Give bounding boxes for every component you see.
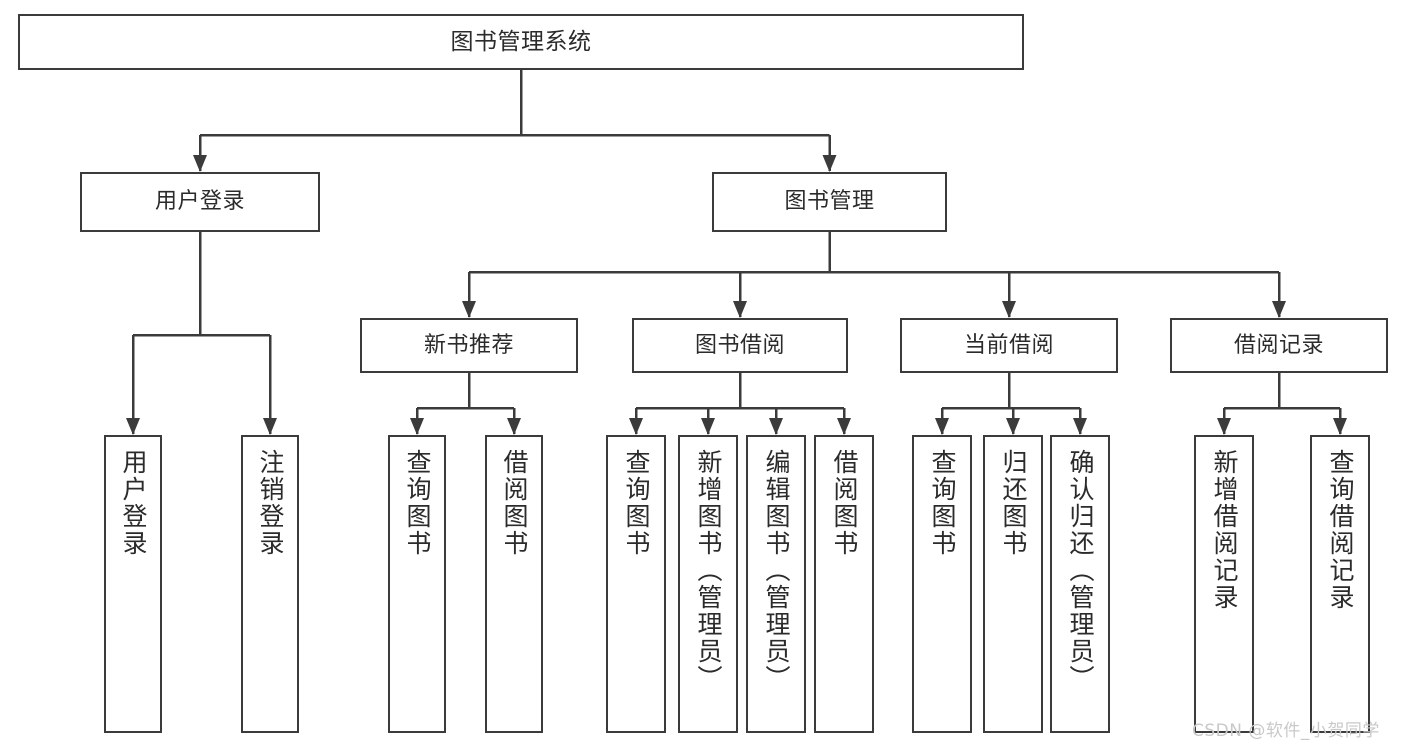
- node-label: 图书管理: [784, 189, 875, 215]
- arrow-head-icon: [410, 418, 424, 435]
- node-borrow-record[interactable]: 借阅记录: [1170, 318, 1388, 373]
- node-label: 查询图书: [403, 449, 432, 557]
- node-label: 用户登录: [119, 449, 148, 557]
- node-root[interactable]: 图书管理系统: [18, 14, 1024, 70]
- node-leaf-query-book-1[interactable]: 查询图书: [388, 435, 446, 733]
- arrow-head-icon: [822, 155, 837, 172]
- node-current-borrow[interactable]: 当前借阅: [900, 318, 1118, 373]
- node-leaf-add-record[interactable]: 新增借阅记录: [1194, 435, 1254, 733]
- node-label: 确认归还（管理员）: [1066, 449, 1095, 692]
- node-label: 查询图书: [928, 449, 957, 557]
- node-label: 借阅图书: [830, 449, 859, 557]
- node-leaf-logout[interactable]: 注销登录: [241, 435, 299, 733]
- arrow-head-icon: [1217, 418, 1231, 435]
- arrow-head-icon: [126, 418, 140, 435]
- node-leaf-query-book-3[interactable]: 查询图书: [912, 435, 972, 733]
- arrow-head-icon: [263, 418, 277, 435]
- node-label: 注销登录: [256, 449, 285, 557]
- node-leaf-add-book[interactable]: 新增图书（管理员）: [678, 435, 738, 733]
- node-leaf-edit-book[interactable]: 编辑图书（管理员）: [746, 435, 806, 733]
- node-label: 图书管理系统: [450, 28, 592, 55]
- arrow-head-icon: [1272, 301, 1286, 318]
- arrow-head-icon: [193, 155, 207, 172]
- node-label: 新书推荐: [423, 332, 514, 358]
- node-label: 借阅图书: [500, 449, 529, 557]
- node-label: 归还图书: [999, 449, 1028, 557]
- arrow-head-icon: [507, 418, 521, 435]
- node-leaf-query-book-2[interactable]: 查询图书: [606, 435, 666, 733]
- node-label: 借阅记录: [1233, 332, 1324, 358]
- arrow-head-icon: [1073, 418, 1087, 435]
- node-leaf-borrow-book-2[interactable]: 借阅图书: [814, 435, 874, 733]
- arrow-head-icon: [935, 418, 949, 435]
- node-label: 查询图书: [622, 449, 651, 557]
- node-label: 查询借阅记录: [1326, 449, 1355, 611]
- node-book-borrow[interactable]: 图书借阅: [632, 318, 848, 373]
- node-book-manage[interactable]: 图书管理: [712, 172, 947, 232]
- arrow-head-icon: [837, 418, 851, 435]
- node-leaf-query-record[interactable]: 查询借阅记录: [1310, 435, 1370, 733]
- arrow-head-icon: [733, 301, 747, 318]
- node-label: 图书借阅: [694, 332, 785, 358]
- arrow-head-icon: [629, 418, 643, 435]
- node-label: 当前借阅: [963, 332, 1054, 358]
- node-label: 新增借阅记录: [1210, 449, 1239, 611]
- arrow-head-icon: [1333, 418, 1347, 435]
- node-new-book-rec[interactable]: 新书推荐: [360, 318, 578, 373]
- node-label: 新增图书（管理员）: [694, 449, 723, 692]
- arrow-head-icon: [1002, 301, 1016, 318]
- node-leaf-confirm-return[interactable]: 确认归还（管理员）: [1050, 435, 1110, 733]
- node-leaf-user-login[interactable]: 用户登录: [104, 435, 162, 733]
- node-leaf-return-book[interactable]: 归还图书: [983, 435, 1043, 733]
- arrow-head-icon: [462, 301, 476, 318]
- node-label: 用户登录: [154, 189, 245, 215]
- arrow-head-icon: [1006, 418, 1020, 435]
- node-label: 编辑图书（管理员）: [762, 449, 791, 692]
- node-user-login[interactable]: 用户登录: [80, 172, 320, 232]
- node-leaf-borrow-book-1[interactable]: 借阅图书: [485, 435, 543, 733]
- arrow-head-icon: [769, 418, 783, 435]
- arrow-head-icon: [701, 418, 715, 435]
